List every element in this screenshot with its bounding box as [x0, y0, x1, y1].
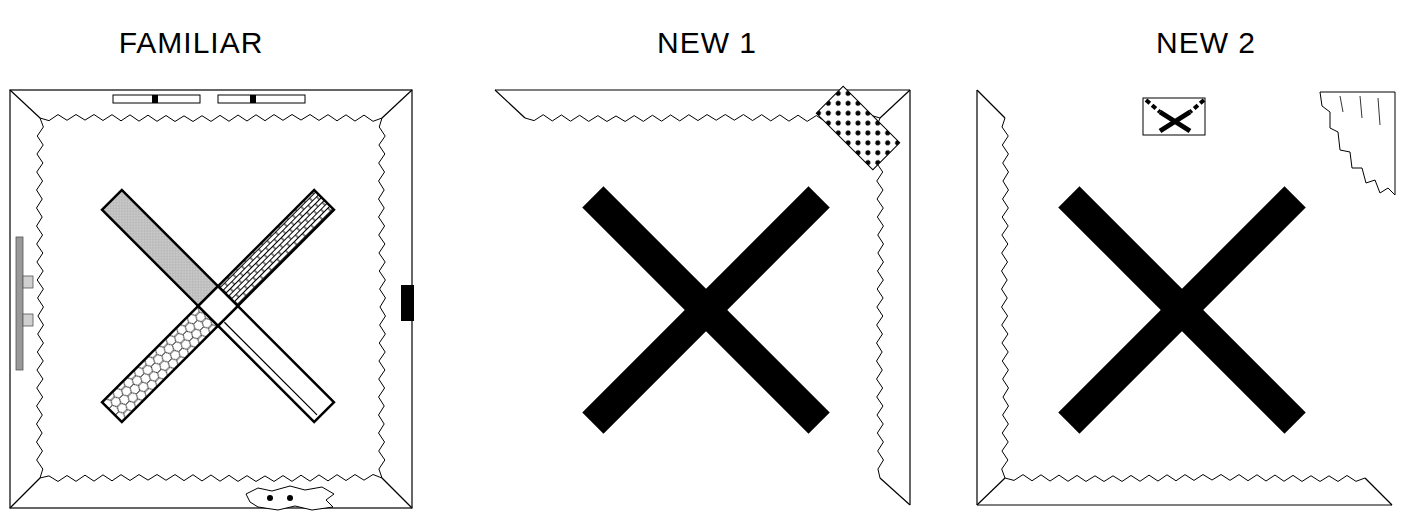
wall-line	[977, 90, 1005, 118]
new2-arena	[977, 90, 1395, 505]
wall-edge	[379, 118, 386, 478]
wall-line	[495, 90, 525, 118]
cue-x-dash	[1146, 100, 1204, 112]
wall-edge	[40, 115, 382, 122]
arena-outline	[10, 90, 412, 508]
wall-cue	[816, 86, 899, 169]
maze-arm	[218, 306, 334, 422]
maze-center	[198, 286, 238, 326]
wall-line	[909, 90, 910, 505]
maze-arm-group	[218, 306, 334, 422]
wall-edge	[1005, 475, 1365, 482]
panel-title: NEW 1	[657, 26, 757, 60]
cue-mark	[250, 95, 256, 103]
cue-knob	[23, 314, 33, 326]
maze-arm	[102, 306, 218, 422]
wall-line	[880, 478, 910, 505]
maze-bar	[582, 186, 829, 433]
wall-cue	[113, 95, 200, 103]
wall-edge	[1002, 118, 1009, 478]
wall-line	[382, 90, 412, 118]
cue-x-symbol	[1160, 112, 1190, 131]
cue-knob	[23, 276, 33, 288]
wall-line	[977, 478, 1005, 505]
wall-line	[10, 478, 40, 508]
corner-cue	[1320, 92, 1395, 195]
maze-bar	[582, 186, 829, 433]
familiar-arena	[10, 90, 414, 510]
arm-stripe	[224, 322, 317, 415]
panel-title: FAMILIAR	[119, 26, 264, 60]
corner-cue-line	[1340, 96, 1380, 125]
cue-mark	[152, 95, 158, 103]
cue-dot	[287, 495, 293, 501]
wall-cue	[16, 237, 23, 370]
wall-edge	[37, 118, 44, 478]
wall-cue	[218, 95, 305, 103]
wall-edge	[40, 475, 382, 482]
wall-line	[976, 90, 977, 505]
wall-cue	[1143, 98, 1205, 135]
wall-line	[382, 478, 412, 508]
maze-arm-group	[218, 190, 334, 306]
cue-dot	[267, 495, 273, 501]
wall-cue	[401, 285, 414, 321]
wall-line	[1365, 478, 1392, 505]
panel-title: NEW 2	[1156, 26, 1256, 60]
maze-arm-group	[102, 306, 218, 422]
wall-line	[977, 504, 1392, 505]
floor-cue	[246, 486, 334, 510]
maze-arm	[218, 190, 334, 306]
maze-bar	[1058, 186, 1305, 433]
wall-line	[10, 90, 40, 118]
wall-line	[880, 90, 910, 118]
new1-arena	[495, 86, 910, 505]
maze-arm-group	[102, 190, 218, 306]
wall-edge	[877, 118, 884, 478]
maze-bar	[1058, 186, 1305, 433]
maze-arm	[102, 190, 218, 306]
